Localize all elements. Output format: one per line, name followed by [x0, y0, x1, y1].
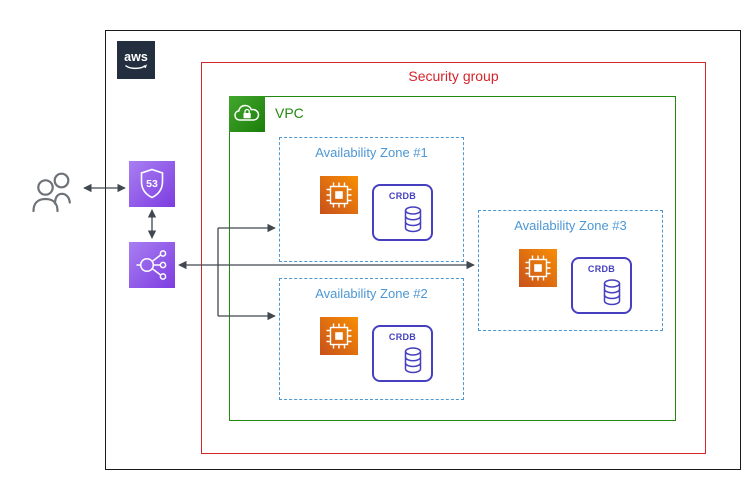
network-nodes-icon: [136, 250, 167, 280]
crdb-label: CRDB: [388, 332, 417, 342]
crdb-label: CRDB: [388, 191, 417, 201]
ec2-instance-chip-icon: [519, 249, 557, 287]
crdb-node: CRDB: [372, 184, 433, 241]
vpc-boundary: [229, 96, 676, 421]
ec2-instance-chip-icon: [320, 176, 358, 214]
availability-zone-3: Availability Zone #3: [478, 210, 663, 331]
security-group-label: Security group: [408, 68, 499, 84]
cloud-icon: [234, 104, 260, 121]
availability-zone-1-label: Availability Zone #1: [315, 145, 428, 160]
availability-zone-2: Availability Zone #2: [279, 278, 464, 400]
availability-zone-3-label: Availability Zone #3: [514, 218, 627, 233]
availability-zone-2-label: Availability Zone #2: [315, 286, 428, 301]
ec2-instance-chip-icon: [320, 317, 358, 355]
security-group-boundary: [201, 62, 706, 454]
lock-body-icon: [243, 113, 251, 119]
database-cylinder-icon: [404, 347, 422, 374]
aws-cloud-container: [105, 30, 741, 470]
database-cylinder-icon: [404, 206, 422, 233]
shield-icon: [140, 168, 164, 199]
crdb-node: CRDB: [571, 257, 632, 314]
users-icon: [32, 172, 71, 213]
vpc-cloud-lock-icon: [229, 96, 265, 132]
aws-logo-tile: [117, 41, 155, 79]
aws-logo-text: aws: [124, 50, 148, 64]
database-cylinder-icon: [603, 279, 621, 306]
load-balancer-icon: [129, 242, 175, 288]
crdb-label: CRDB: [587, 264, 616, 274]
aws-smile-arrowhead: [143, 64, 147, 69]
aws-logo: aws: [117, 41, 155, 79]
route53-badge: 53: [146, 178, 158, 190]
lock-shackle-icon: [244, 108, 250, 113]
route53-icon: 53: [129, 161, 175, 207]
crdb-node: CRDB: [372, 325, 433, 382]
vpc-label: VPC: [275, 105, 304, 121]
